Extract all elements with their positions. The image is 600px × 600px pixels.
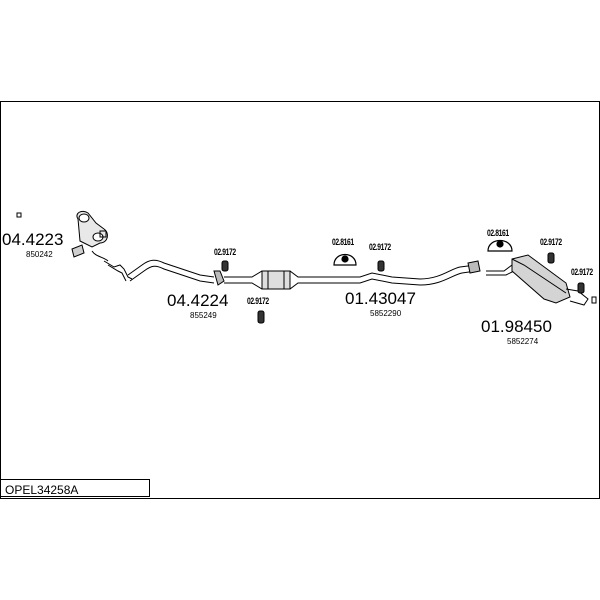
fitting-label-3: 02.8161	[332, 237, 354, 247]
middle-catalyst-part[interactable]	[224, 270, 326, 290]
exhaust-diagram-frame	[0, 101, 600, 499]
marker-square	[16, 212, 22, 218]
fitting-label-5: 02.8161	[487, 228, 509, 238]
hanger-group	[221, 252, 585, 324]
part-number-middle-catalyst: 04.4224	[167, 291, 229, 310]
fitting-label-2: 02.9172	[247, 296, 269, 306]
front-catalyst-part[interactable]	[71, 210, 133, 282]
front-pipe-part[interactable]	[127, 259, 225, 286]
rear-muffler-part[interactable]	[486, 254, 597, 306]
hanger-clamp-3	[377, 260, 385, 272]
oe-number-rear-muffler: 5852274	[507, 337, 539, 346]
hanger-clamp-5	[577, 282, 585, 294]
hanger-clamp-2	[257, 310, 265, 324]
hanger-clamp-1	[221, 260, 229, 272]
hanger-clamp-4	[547, 252, 555, 264]
rubber-mount-group	[333, 239, 513, 266]
model-code-box: OPEL34258A	[0, 479, 150, 497]
oe-number-center-pipe: 5852290	[370, 309, 402, 318]
model-code: OPEL34258A	[5, 483, 79, 497]
part-number-front-catalyst: 04.4223	[2, 230, 64, 249]
fitting-label-1: 02.9172	[214, 247, 236, 257]
oe-number-middle-catalyst: 855249	[190, 311, 217, 320]
center-pipe-part[interactable]	[326, 260, 481, 286]
oe-number-front-catalyst: 850242	[26, 250, 53, 259]
fitting-label-6: 02.9172	[540, 237, 562, 247]
fitting-label-4: 02.9172	[369, 242, 391, 252]
part-number-center-pipe: 01.43047	[345, 289, 416, 308]
fitting-label-7: 02.9172	[571, 267, 593, 277]
part-number-rear-muffler: 01.98450	[481, 317, 552, 336]
